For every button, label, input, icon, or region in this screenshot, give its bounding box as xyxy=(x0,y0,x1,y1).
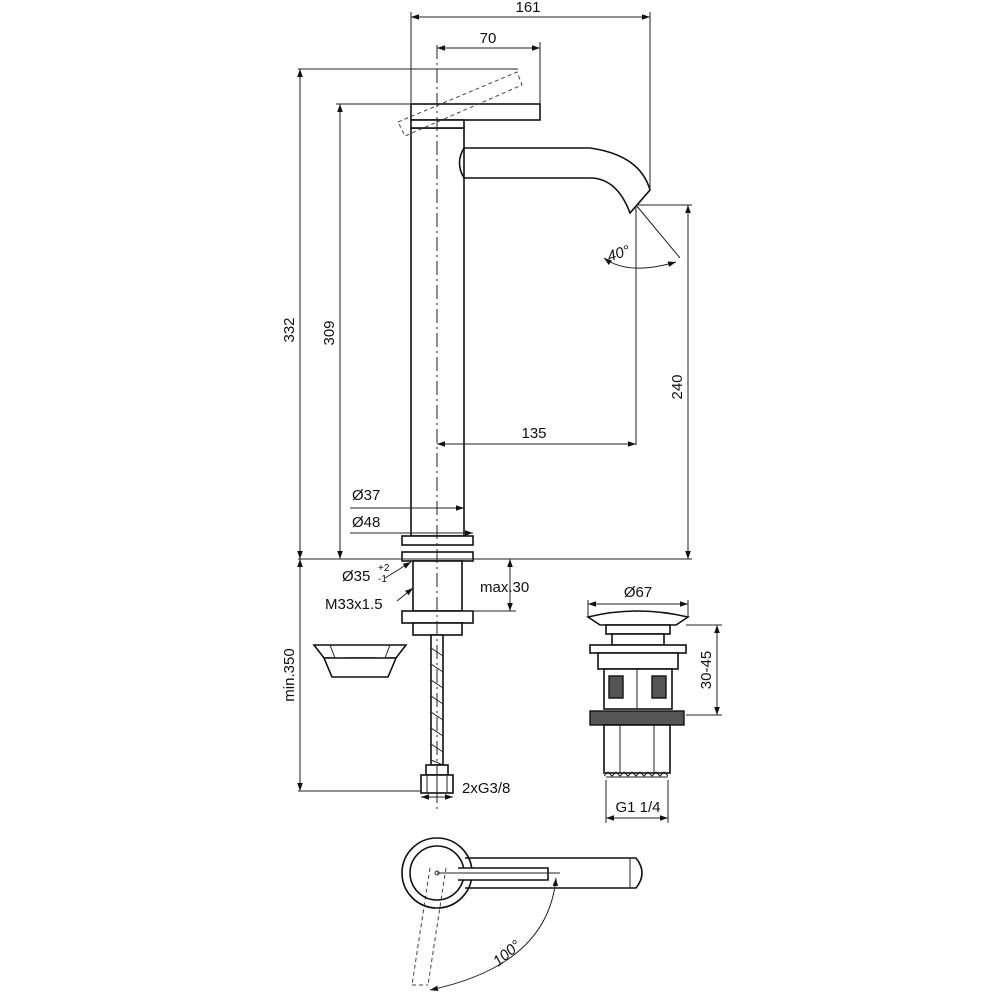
leader-thread xyxy=(396,587,414,602)
dim-thread: M33x1.5 xyxy=(325,596,383,613)
waste-flange xyxy=(589,644,687,654)
dim-spout-height: 240 xyxy=(669,374,686,399)
dim-height-body: 309 xyxy=(321,320,338,345)
tail-thread xyxy=(603,771,669,777)
dim-rotation-angle: 100° xyxy=(490,937,525,970)
dim-angle-spout: 40° xyxy=(605,242,632,265)
lever xyxy=(410,103,541,121)
top-view: 100° xyxy=(401,837,643,992)
waste-tail xyxy=(603,724,671,774)
lever-top xyxy=(458,867,549,881)
waste-cap xyxy=(586,610,690,626)
spout-joint xyxy=(458,147,465,179)
waste-rib xyxy=(651,675,667,699)
dim-dia-body: Ø37 xyxy=(352,487,380,504)
dim-reach: 135 xyxy=(521,425,546,442)
dim-lever-offset: 70 xyxy=(480,30,497,47)
dim-height-overall: 332 xyxy=(281,317,298,342)
dim-waste-thread: G1 1/4 xyxy=(615,799,660,816)
spacer-ring xyxy=(312,644,408,678)
waste-rib xyxy=(608,675,624,699)
waste-stem xyxy=(605,624,671,635)
dim-connection: 2xG3/8 xyxy=(462,780,510,797)
angle-arc-40 xyxy=(603,257,677,269)
dim-waste-range: 30-45 xyxy=(698,651,715,689)
angle-arc-100 xyxy=(429,877,559,992)
tap-side-view xyxy=(298,45,692,812)
dim-hole-tol-plus: +2 xyxy=(378,563,390,574)
popup-waste: Ø67 30-45 G1 1/4 xyxy=(586,584,722,823)
waste-seal xyxy=(611,633,665,646)
dim-waste-dia: Ø67 xyxy=(624,584,652,601)
dim-dia-base: Ø48 xyxy=(352,514,380,531)
dim-max-deck: max.30 xyxy=(480,579,529,596)
dim-hole-dia: Ø35 xyxy=(342,568,370,585)
angle-ref-line xyxy=(635,204,681,259)
dim-width-overall: 161 xyxy=(515,0,540,16)
leader-hole xyxy=(384,561,412,579)
dim-min-length: min.350 xyxy=(281,648,298,701)
dimensions: 161 70 332 309 240 40° 135 Ø37 Ø48 xyxy=(281,0,692,800)
waste-nut xyxy=(589,710,685,726)
lever-rotated-ghost xyxy=(397,71,523,137)
spout-top xyxy=(465,857,643,889)
spout xyxy=(464,147,651,215)
waste-flange-body xyxy=(597,652,679,670)
dim-hole-tol-minus: -1 xyxy=(378,574,387,585)
lever-rotated-ghost-top xyxy=(411,867,447,986)
